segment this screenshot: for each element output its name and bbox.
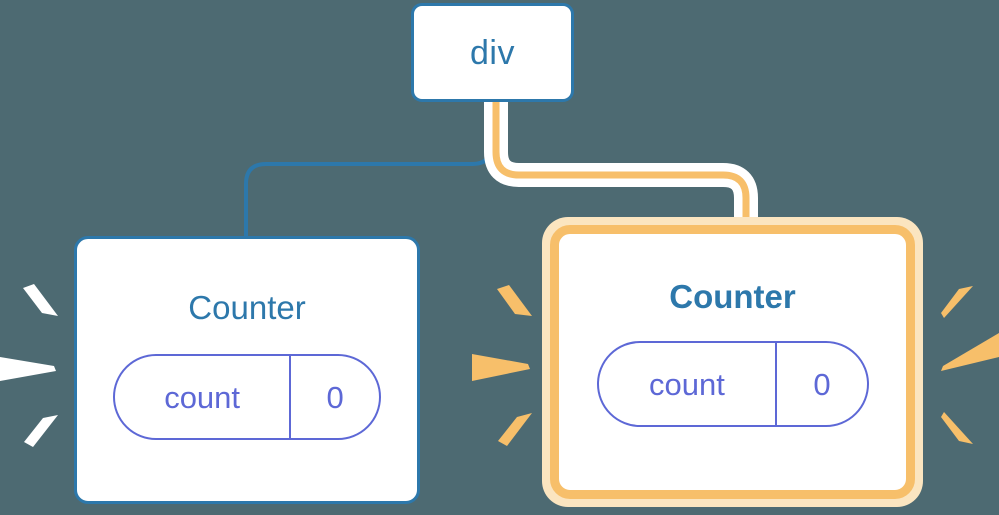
node-div-label: div (470, 33, 515, 72)
node-div[interactable]: div (411, 3, 574, 102)
state-key-left: count (164, 379, 241, 415)
state-key-right: count (649, 366, 725, 402)
node-counter-right-highlight-ring: Counter count 0 (542, 217, 923, 507)
node-counter-right[interactable]: Counter count 0 (550, 225, 915, 499)
state-pill-left: count 0 (113, 354, 381, 440)
edge-div-to-counter-left (244, 100, 494, 240)
state-pill-right: count 0 (596, 341, 869, 427)
state-value-right: 0 (775, 343, 866, 425)
state-value-left: 0 (289, 356, 379, 438)
node-counter-left-heading: Counter (188, 289, 306, 326)
node-counter-left[interactable]: Counter count 0 (74, 236, 420, 504)
edge-div-to-counter-right (492, 102, 750, 244)
node-counter-right-heading: Counter (669, 278, 796, 315)
